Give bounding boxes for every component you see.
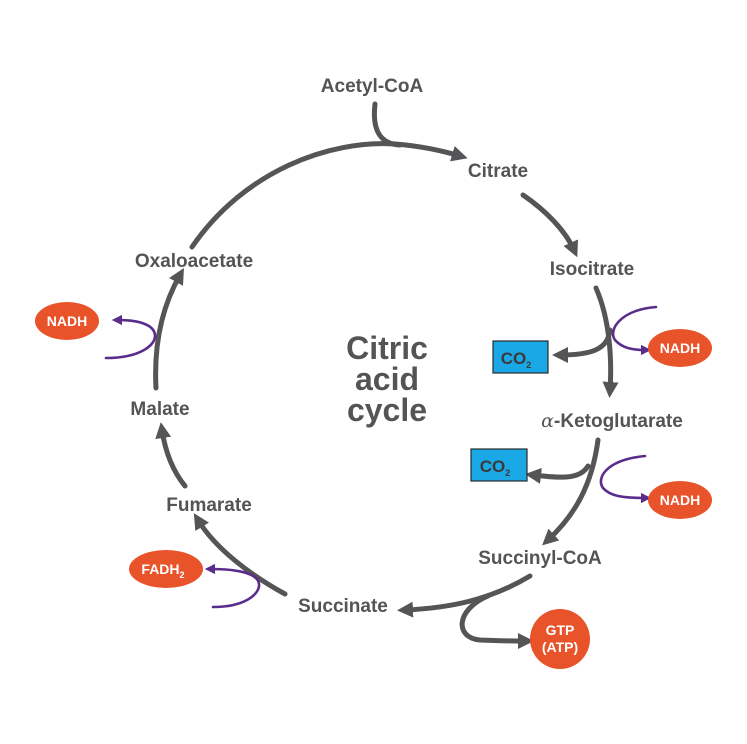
acetyl-coa-entry-arrow — [371, 101, 403, 148]
co2-1-text: CO — [501, 349, 527, 368]
nadh-badge-1: NADH — [648, 329, 712, 367]
nadh-arc-1 — [611, 305, 658, 356]
center-title-line-3: cycle — [347, 392, 427, 428]
fadh2-arc — [204, 563, 261, 609]
nadh-2-text: NADH — [660, 492, 700, 508]
nadh-arc-2 — [599, 454, 652, 504]
arrow-succinate-to-fumarate — [193, 513, 288, 597]
ketoglutarate-text: -Ketoglutarate — [554, 411, 683, 432]
atp-text: (ATP) — [542, 639, 578, 655]
nadh-1-text: NADH — [660, 340, 700, 356]
svg-text:FADH2: FADH2 — [141, 561, 184, 580]
svg-text:CO2: CO2 — [501, 349, 532, 370]
arrow-citrate-to-isocitrate — [520, 192, 579, 258]
gtp-text: GTP — [546, 622, 575, 638]
gtp-branch-arrow — [459, 593, 535, 649]
co2-box-1: CO2 — [492, 340, 549, 374]
label-oxaloacetate: Oxaloacetate — [135, 251, 253, 272]
arrow-malate-to-oxaloacetate — [153, 268, 184, 391]
center-title-line-2: acid — [355, 361, 419, 397]
label-alpha-ketoglutarate: α-Ketoglutarate — [541, 410, 683, 432]
co2-box-2: CO2 — [470, 448, 528, 482]
label-malate: Malate — [130, 399, 189, 420]
co2-1-subscript: 2 — [526, 360, 531, 370]
svg-text:CO2: CO2 — [480, 457, 511, 478]
alpha-glyph: α — [541, 410, 554, 432]
label-isocitrate: Isocitrate — [550, 259, 634, 280]
nadh-badge-2: NADH — [648, 481, 712, 519]
arrow-fumarate-to-malate — [155, 422, 188, 489]
co2-2-subscript: 2 — [505, 468, 510, 478]
fadh2-text: FADH — [141, 561, 179, 577]
arrow-oxaloacetate-to-citrate — [189, 141, 468, 250]
co2-release-arrow-1 — [551, 327, 613, 363]
label-succinyl-coa: Succinyl-CoA — [478, 548, 602, 569]
label-citrate: Citrate — [468, 161, 528, 182]
fadh2-subscript: 2 — [180, 570, 185, 580]
nadh-badge-3: NADH — [35, 302, 99, 340]
co2-release-arrow-2 — [525, 463, 591, 484]
co2-2-text: CO — [480, 457, 506, 476]
nadh-arc-3 — [104, 314, 157, 360]
center-title: Citric acid cycle — [346, 330, 428, 428]
label-fumarate: Fumarate — [166, 495, 252, 516]
gtp-badge: GTP (ATP) — [530, 609, 590, 669]
arrow-aketoglutarate-to-succinylcoa — [542, 437, 601, 546]
arrow-succinylcoa-to-succinate — [397, 573, 533, 618]
label-acetyl-coa: Acetyl-CoA — [321, 76, 424, 97]
label-succinate: Succinate — [298, 596, 388, 617]
fadh2-badge: FADH2 — [129, 550, 203, 588]
nadh-3-text: NADH — [47, 313, 87, 329]
center-title-line-1: Citric — [346, 330, 428, 366]
